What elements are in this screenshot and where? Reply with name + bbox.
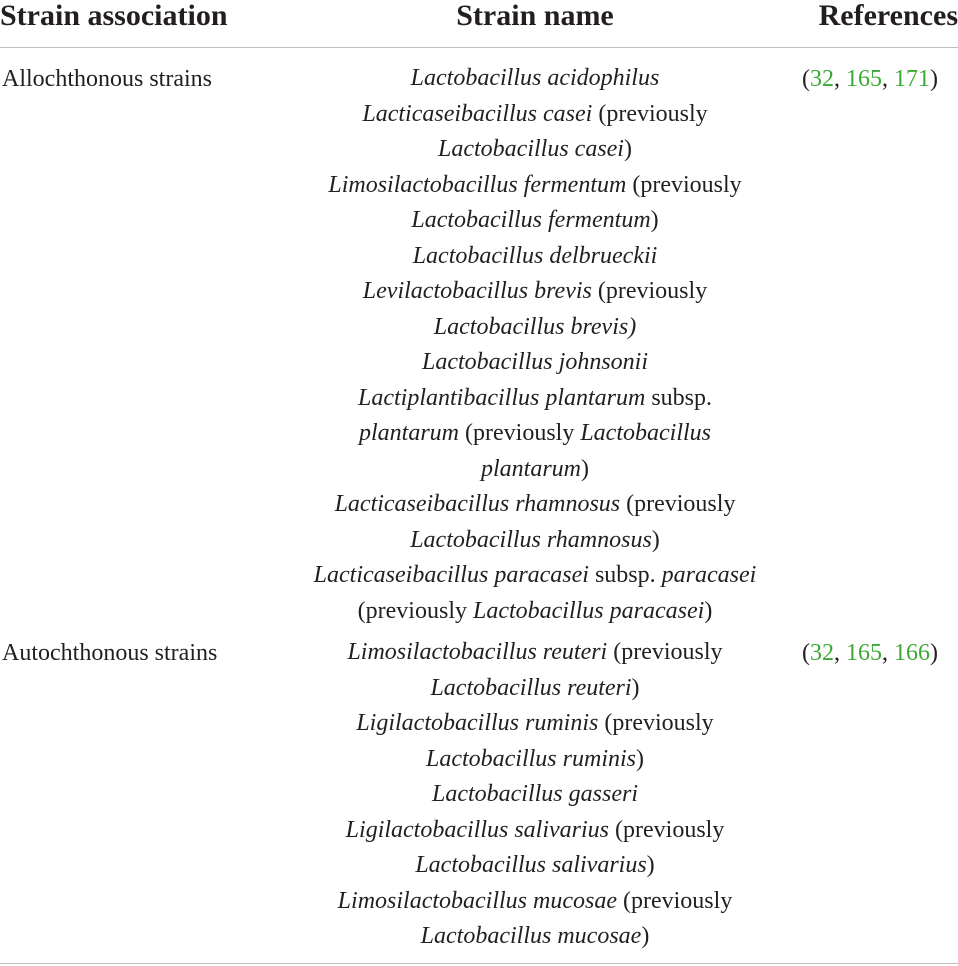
strain-name-line: Levilactobacillus brevis (previously (200, 274, 870, 310)
strain-name-italic: Lactobacillus casei (438, 136, 624, 162)
strain-name-italic: Lacticaseibacillus casei (362, 100, 593, 127)
strain-name-text: (previously (609, 816, 725, 843)
strain-name-text: ) (581, 455, 589, 482)
strain-name-text: ) (704, 597, 713, 624)
strain-name-line: Lactobacillus ruminis) (200, 742, 870, 778)
strain-name-line: Ligilactobacillus salivarius (previously (200, 813, 870, 849)
strain-name-text: (previously (357, 597, 473, 624)
strain-name-text: (previously (591, 278, 708, 304)
reference-link[interactable]: 171 (894, 66, 930, 92)
strain-name-italic: Lactobacillus salivarius (415, 852, 647, 878)
strain-name-text: (previously (620, 491, 736, 517)
strain-name-line: Lactobacillus fermentum) (200, 203, 870, 239)
strain-name-line: Limosilactobacillus fermentum (previousl… (200, 168, 870, 204)
strain-name-text: ) (631, 674, 640, 701)
strain-name-line: Limosilactobacillus reuteri (previously (200, 635, 870, 671)
strain-name-italic: Lacticaseibacillus rhamnosus (334, 491, 621, 517)
strain-name-italic: Limosilactobacillus mucosae (337, 887, 617, 914)
strain-name-text: (previously (598, 710, 714, 736)
strain-name-italic: Lactobacillus rhamnosus (410, 526, 652, 553)
strain-name-line: Lactobacillus mucosae) (200, 919, 870, 955)
strain-name-line: Lactiplantibacillus plantarum subsp. (200, 381, 870, 417)
strain-name-line: Lacticaseibacillus rhamnosus (previously (200, 487, 870, 523)
strain-name-text: (previously (607, 639, 723, 665)
strain-name-line: Lactobacillus rhamnosus) (200, 523, 870, 559)
strain-name-line: Lactobacillus acidophilus (200, 61, 870, 97)
strain-name-italic: Lactobacillus johnsonii (421, 349, 648, 375)
strain-name-line: Lactobacillus delbrueckii (200, 239, 870, 275)
strain-name-italic: Levilactobacillus brevis (362, 278, 592, 304)
strain-name-italic: Lactobacillus brevis) (433, 313, 637, 340)
strain-name-italic: Lactobacillus ruminis (425, 745, 636, 772)
strain-name-italic: Lactobacillus paracasei (472, 597, 705, 624)
header-strain-association: Strain association (0, 0, 228, 32)
strain-name-text: subsp. (588, 562, 662, 588)
strain-name-italic: Lactobacillus gasseri (431, 781, 638, 807)
strain-name-text: ) (650, 207, 659, 233)
row-association: Allochthonous strains (2, 66, 212, 92)
strain-name-text: subsp. (645, 384, 713, 411)
row-association: Autochthonous strains (2, 640, 218, 666)
strain-name-italic: Ligilactobacillus salivarius (345, 816, 610, 843)
strain-name-italic: Lactobacillus (580, 420, 711, 446)
strain-name-text: (previously (617, 887, 733, 914)
strain-name-italic: Lactobacillus acidophilus (410, 65, 660, 91)
header-divider (0, 47, 958, 48)
header-strain-name: Strain name (456, 0, 614, 32)
strain-name-line: Lactobacillus reuteri) (200, 671, 870, 707)
strain-name-italic: plantarum (359, 420, 460, 446)
strain-name-line: (previously Lactobacillus paracasei) (200, 594, 870, 630)
strain-name-line: Lactobacillus johnsonii (200, 345, 870, 381)
strain-name-line: Lactobacillus brevis) (200, 310, 870, 346)
strain-name-italic: plantarum (480, 455, 581, 482)
strain-name-text: (previously (459, 420, 581, 446)
header-references: References (818, 0, 958, 32)
strain-name-line: Limosilactobacillus mucosae (previously (200, 884, 870, 920)
strain-name-text: ) (641, 923, 650, 949)
strain-name-text: ) (623, 136, 632, 162)
strain-name-italic: Lactobacillus mucosae (420, 923, 642, 949)
strain-name-italic: Limosilactobacillus reuteri (347, 639, 608, 665)
strain-name-text: (previously (626, 171, 742, 198)
row-references: (32, 165, 166) (802, 640, 938, 666)
strain-name-line: plantarum (previously Lactobacillus (200, 416, 870, 452)
strain-name-text: ) (636, 745, 644, 772)
strain-name-italic: Lacticaseibacillus paracasei (313, 562, 589, 588)
strain-name-line: plantarum) (200, 452, 870, 488)
strain-name-italic: paracasei (661, 562, 757, 588)
strain-name-italic: Lactobacillus fermentum (411, 207, 651, 233)
strain-name-text: ) (646, 852, 655, 878)
table-bottom-rule (0, 963, 958, 964)
strain-name-italic: Lactiplantibacillus plantarum (357, 384, 646, 411)
strain-name-line: Lactobacillus casei) (200, 132, 870, 168)
strain-name-line: Lactobacillus salivarius) (200, 848, 870, 884)
strain-name-italic: Ligilactobacillus ruminis (356, 710, 599, 736)
reference-link[interactable]: 32 (810, 66, 834, 92)
strain-name-line: Lacticaseibacillus paracasei subsp. para… (200, 558, 870, 594)
reference-link[interactable]: 32 (810, 640, 834, 666)
strain-name-text: ) (651, 526, 660, 553)
strain-name-italic: Lactobacillus delbrueckii (412, 242, 658, 269)
reference-link[interactable]: 166 (894, 640, 930, 666)
reference-link[interactable]: 165 (846, 66, 882, 92)
strain-name-line: Ligilactobacillus ruminis (previously (200, 706, 870, 742)
strain-name-line: Lacticaseibacillus casei (previously (200, 97, 870, 133)
strain-name-italic: Limosilactobacillus fermentum (328, 171, 627, 198)
row-references: (32, 165, 171) (802, 66, 938, 92)
strain-name-line: Lactobacillus gasseri (200, 777, 870, 813)
strain-name-text: (previously (592, 100, 708, 127)
reference-link[interactable]: 165 (846, 640, 882, 666)
strain-name-italic: Lactobacillus reuteri (430, 674, 632, 701)
